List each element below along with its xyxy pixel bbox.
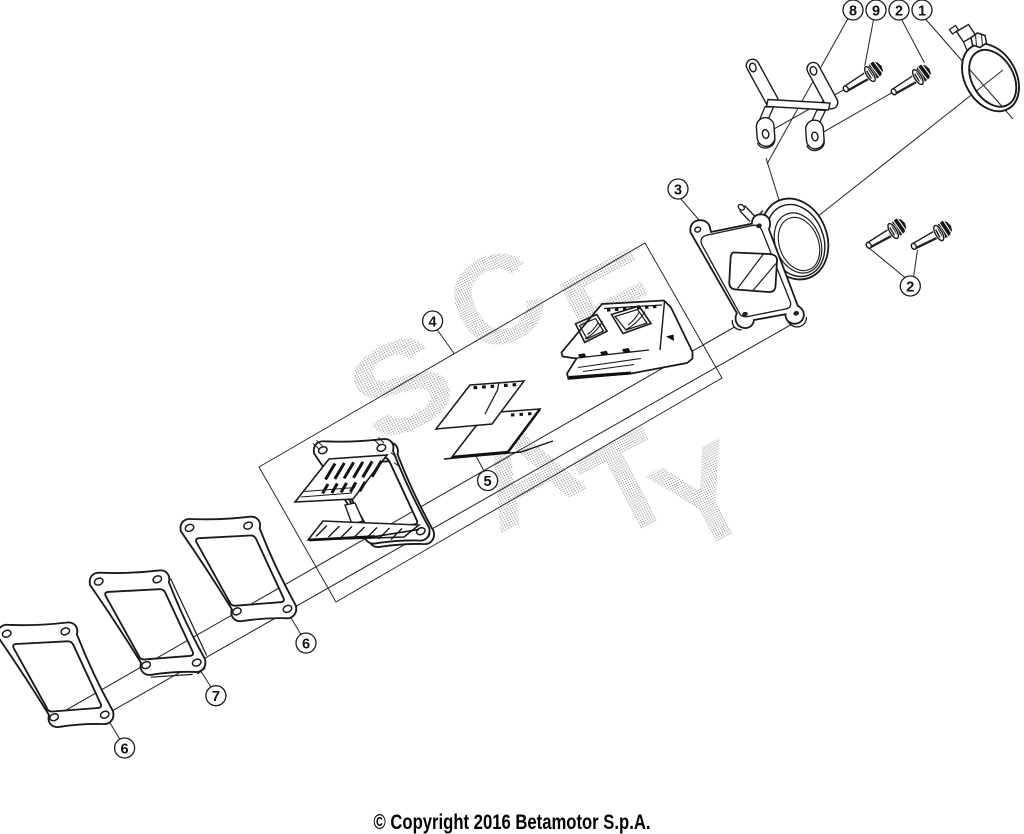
svg-text:7: 7 xyxy=(212,689,220,705)
svg-text:© Copyright 2016 Betamotor S.p: © Copyright 2016 Betamotor S.p.A. xyxy=(374,811,651,834)
svg-text:6: 6 xyxy=(302,636,310,652)
svg-text:2: 2 xyxy=(895,3,903,19)
svg-text:8: 8 xyxy=(849,3,857,19)
svg-text:1: 1 xyxy=(918,3,926,19)
svg-text:2: 2 xyxy=(906,279,914,295)
svg-text:4: 4 xyxy=(429,314,437,330)
svg-text:9: 9 xyxy=(872,3,880,19)
svg-text:5: 5 xyxy=(484,474,492,490)
svg-text:3: 3 xyxy=(674,182,682,198)
svg-text:6: 6 xyxy=(121,741,129,757)
